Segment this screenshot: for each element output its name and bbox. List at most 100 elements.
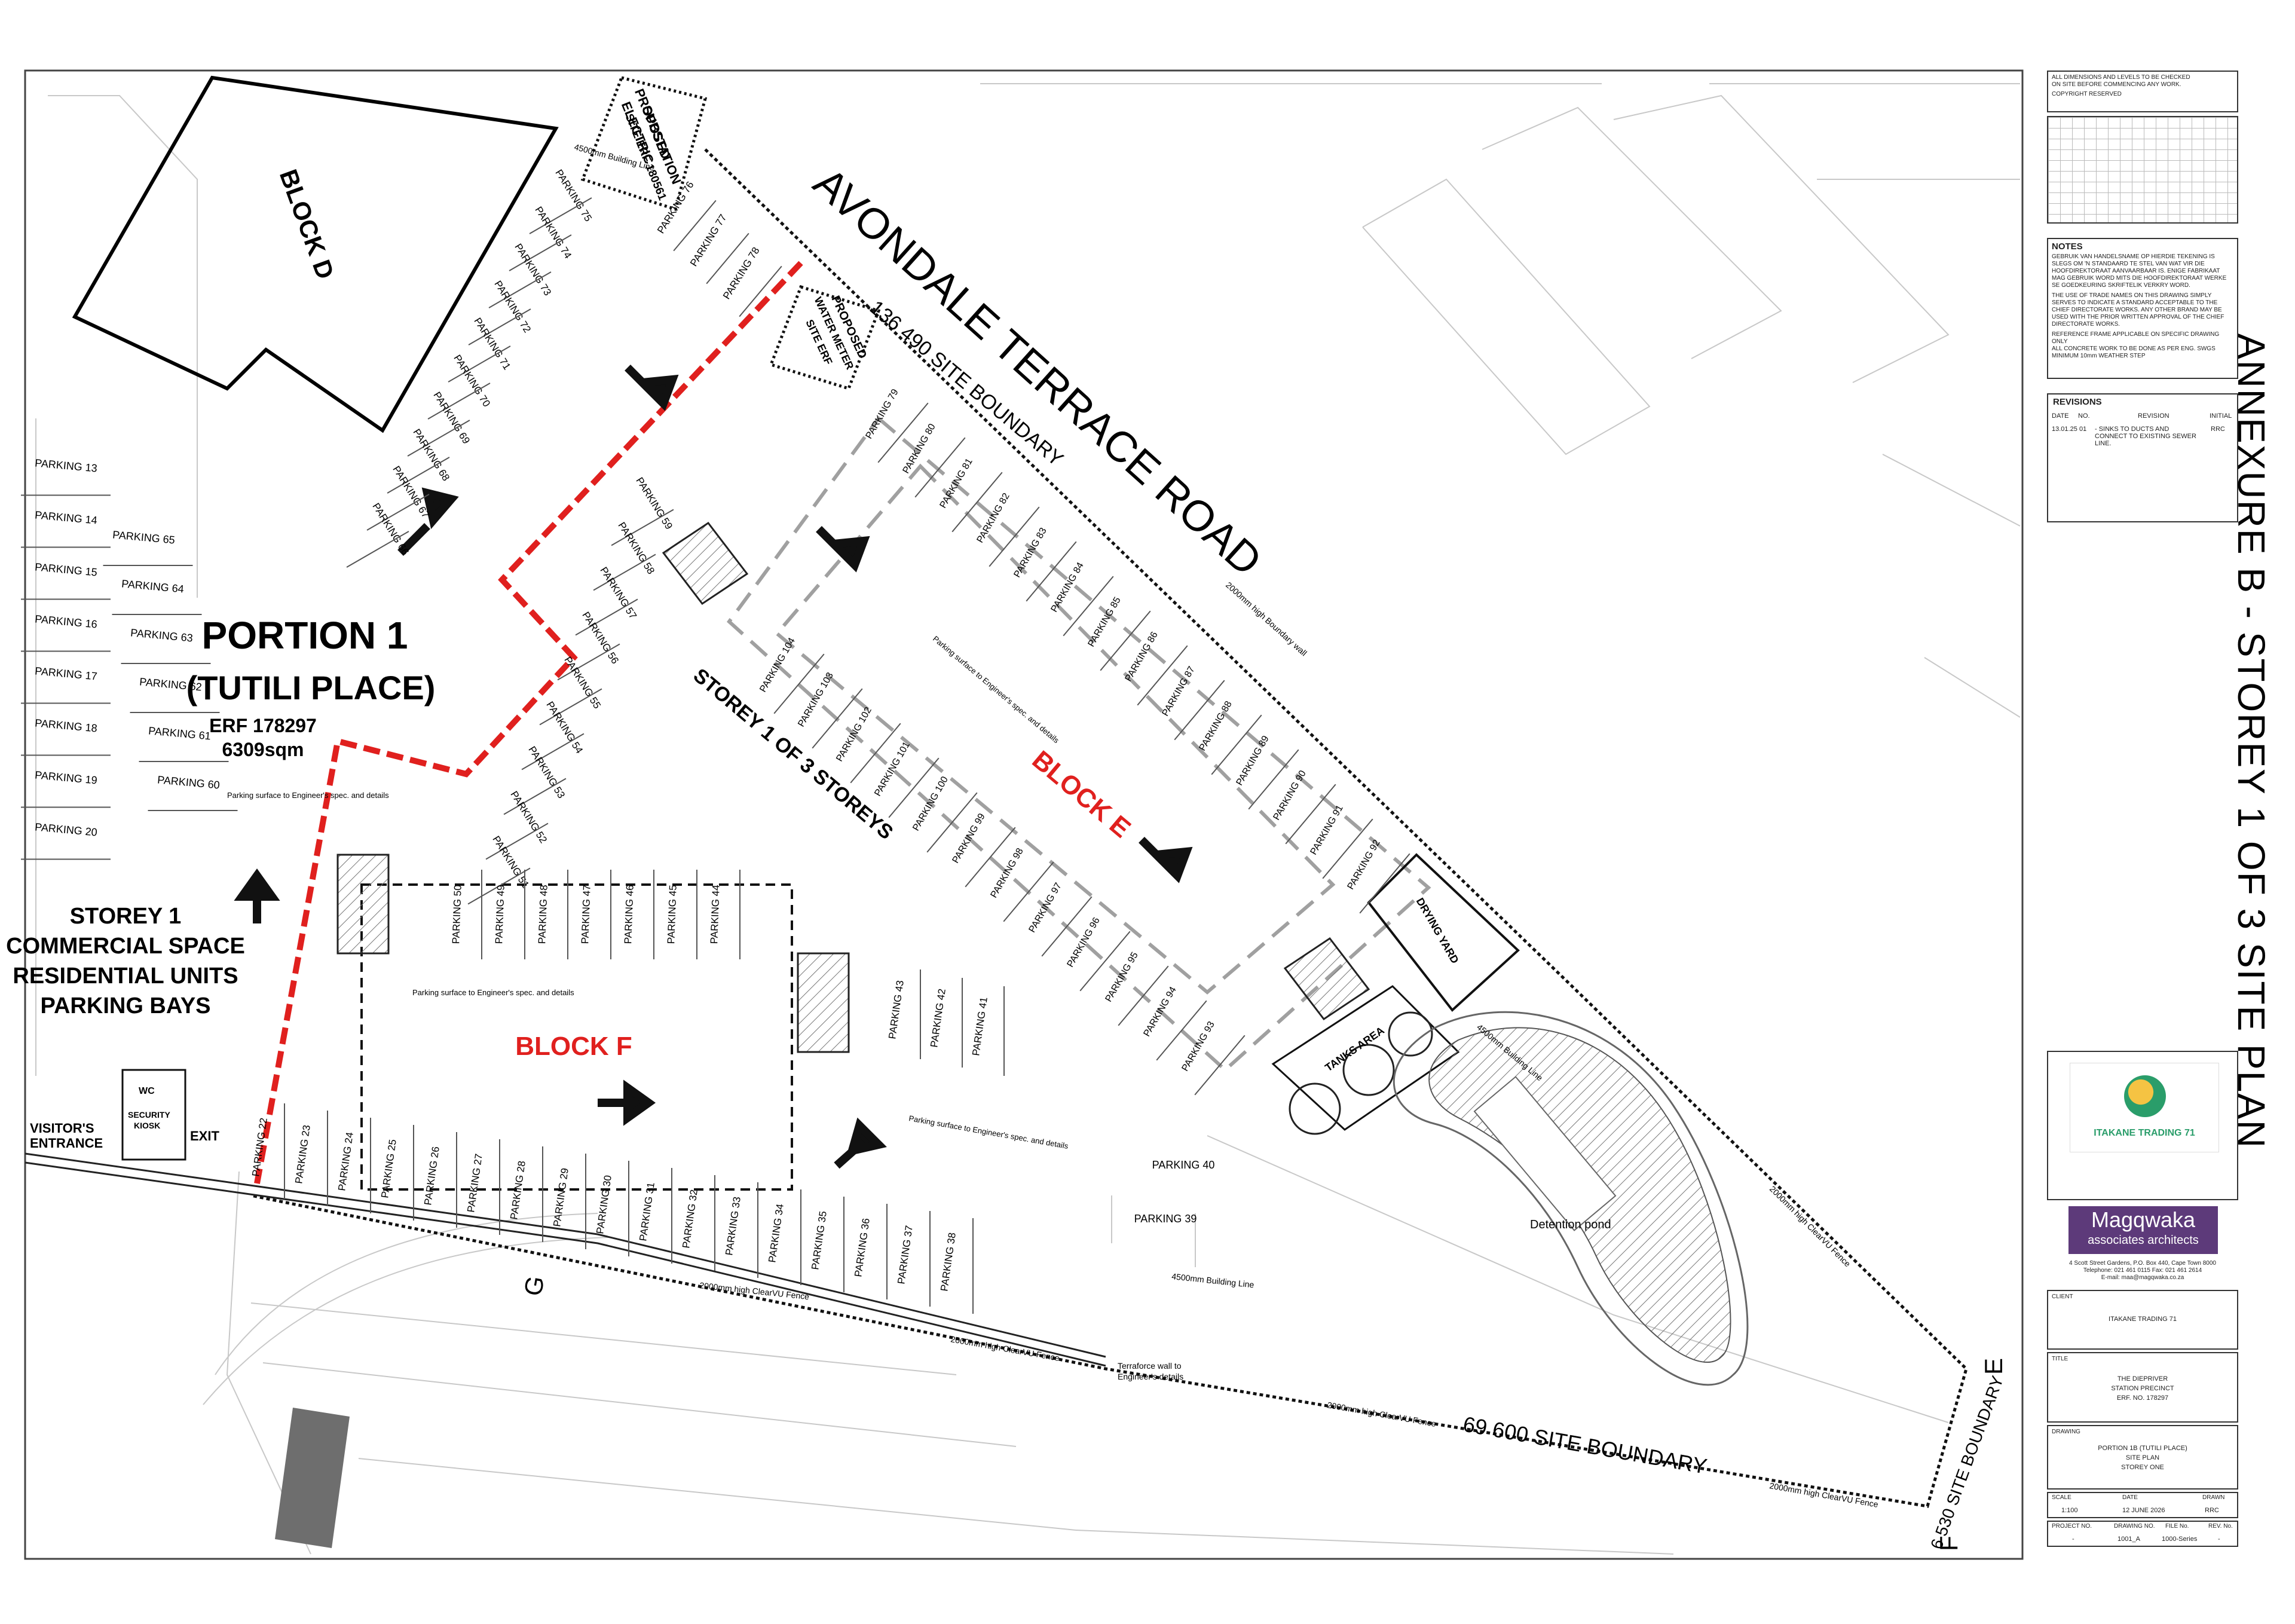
rev-header-revision: REVISION (2138, 412, 2169, 420)
parking-bay-label: PARKING 69 (431, 390, 472, 446)
arrow-2 (816, 526, 870, 573)
fence-note-1: 2000mm high ClearVU Fence (699, 1280, 810, 1301)
block-e (726, 415, 1431, 1073)
architect-name: Magqwaka (2091, 1207, 2196, 1232)
parking-bay-stripe (1174, 680, 1225, 741)
notice-line-1: ALL DIMENSIONS AND LEVELS TO BE CHECKED (2052, 74, 2190, 81)
existing-structure (275, 1408, 350, 1548)
terraforce-line-1: Terraforce wall to (1118, 1361, 1182, 1371)
scale-row: SCALE 1:100 DATE 12 JUNE 2026 DRAWN RRC (2047, 1492, 2238, 1518)
architect-badge: Magqwaka associates architects (2068, 1206, 2218, 1254)
parking-bay-stripe (346, 531, 409, 568)
parking-bay-label: PARKING 104 (758, 636, 797, 694)
parking-bay-label: PARKING 38 (938, 1232, 958, 1292)
logo-box: ITAKANE TRADING 71 (2047, 1051, 2238, 1200)
drawn-label: DRAWN (2202, 1494, 2225, 1501)
parking-bay-stripe (1359, 853, 1410, 914)
parking-bay-stripe (468, 308, 531, 345)
parking-bay-stripe (488, 271, 552, 308)
parking-bay-label: PARKING 64 (121, 577, 184, 595)
parking-bay-label: PARKING 83 (1012, 526, 1048, 579)
parking-bay-label: PARKING 31 (637, 1182, 657, 1242)
parking-bay-label: PARKING 55 (562, 655, 603, 711)
drawing-box: DRAWING PORTION 1B (TUTILI PLACE) SITE P… (2047, 1425, 2238, 1490)
project-row: PROJECT NO. - DRAWING NO. 1001_A FILE No… (2047, 1521, 2238, 1547)
parking-bay-label: PARKING 40 (1152, 1159, 1215, 1171)
parking-bay-label: PARKING 42 (928, 988, 948, 1048)
security-line-2: KIOSK (134, 1121, 160, 1130)
parking-bay-stripe (673, 200, 717, 252)
site-boundary-bottom: 69 600 SITE BOUNDARY (1461, 1412, 1709, 1479)
section-e: E (1979, 1358, 2008, 1375)
client-label: CLIENT (2052, 1293, 2073, 1300)
drawing-line-2: SITE PLAN (2125, 1454, 2160, 1461)
arrow-5 (234, 868, 280, 923)
logo-text: ITAKANE TRADING 71 (2094, 1128, 2195, 1138)
parking-bay-stripe (812, 688, 863, 749)
parking-bay-label: PARKING 44 (708, 885, 721, 944)
parking-bay-label: PARKING 65 (112, 528, 175, 546)
parking-bay-label: PARKING 96 (1065, 916, 1101, 969)
block-d-label: BLOCK D (274, 166, 340, 283)
parking-bay-stripe (989, 506, 1040, 567)
note-4: ALL CONCRETE WORK TO BE DONE AS PER ENG.… (2052, 345, 2216, 352)
fence-note-3: 2000mm high ClearVU Fence (1326, 1400, 1437, 1429)
parking-bay-label: PARKING 49 (493, 885, 506, 944)
parking-bay-stripe (427, 383, 491, 420)
parking-bay-label: PARKING 73 (512, 241, 553, 298)
parking-bay-label: PARKING 25 (379, 1139, 399, 1199)
parking-bay-label: PARKING 68 (411, 427, 452, 483)
notes-title: NOTES (2052, 241, 2083, 252)
project-label: PROJECT NO. (2052, 1523, 2092, 1530)
parking-bay-label: PARKING 59 (634, 475, 675, 531)
fence-note-2: 2000mm high ClearVU Fence (950, 1334, 1060, 1363)
revisions-title: REVISIONS (2053, 397, 2102, 407)
parking-bay-stripe (926, 792, 978, 853)
drying-yard-label: DRYING YARD (1414, 896, 1461, 966)
title-block: ALL DIMENSIONS AND LEVELS TO BE CHECKED … (2047, 71, 2238, 1559)
parking-bay-label: PARKING 43 (886, 980, 906, 1040)
site-boundary (250, 148, 1968, 1508)
parking-surface-note-3: Parking surface to Engineer's spec. and … (908, 1114, 1069, 1151)
portion-area: 6309sqm (222, 739, 304, 760)
rev-row-no: 01 (2079, 426, 2087, 433)
parking-bay-label: PARKING 70 (451, 353, 492, 409)
parking-bay-label: PARKING 37 (895, 1225, 915, 1285)
storey1-line-1: STOREY 1 (70, 904, 182, 929)
parking-bay-label: PARKING 98 (989, 846, 1025, 900)
parking-bay-label: PARKING 39 (1134, 1213, 1197, 1225)
parking-bay-label: PARKING 77 (688, 212, 729, 268)
parking-bay-stripe (773, 653, 825, 714)
parking-bay-stripe (1041, 896, 1093, 957)
visitors-line-2: ENTRANCE (30, 1136, 103, 1151)
parking-bay-label: PARKING 13 (34, 457, 97, 474)
portion-erf: ERF 178297 (209, 715, 317, 736)
parking-bay-stripe (1322, 818, 1373, 879)
scale-label: SCALE (2052, 1494, 2071, 1501)
parking-bay-label: PARKING 88 (1197, 699, 1234, 753)
parking-bay-label: PARKING 36 (852, 1218, 872, 1278)
parking-bay-label: PARKING 48 (536, 885, 549, 944)
parking-bay-stripe (706, 233, 749, 285)
parking-bay-label: PARKING 63 (130, 626, 193, 644)
parking-bay-label: PARKING 97 (1027, 881, 1063, 934)
portion-boundary (254, 261, 803, 1184)
parking-bay-label: PARKING 94 (1142, 985, 1178, 1038)
arrow-7 (834, 1117, 887, 1169)
terraforce-line-2: Engineer's details (1118, 1372, 1183, 1381)
arrow-1 (625, 365, 679, 411)
parking-surface-note-1: Parking surface to Engineer's spec. and … (227, 791, 389, 800)
parking-bay-stripe (951, 472, 1003, 533)
annexure-title: ANNEXURE B - STOREY 1 OF 3 SITE PLAN (2230, 333, 2273, 1149)
file-label: FILE No. (2165, 1523, 2189, 1530)
parking-bay-label: PARKING 45 (665, 885, 678, 944)
rev-header-date: DATE (2052, 412, 2069, 420)
parking-bay-stripe (407, 420, 470, 457)
parking-bay-stripe (509, 234, 572, 271)
title-box: TITLE THE DIEPRIVER STATION PRECINCT ERF… (2047, 1352, 2238, 1423)
parking-bay-label: PARKING 61 (148, 724, 211, 742)
fence-line (25, 1152, 1106, 1367)
parking-bay-label: PARKING 14 (34, 509, 97, 526)
section-f: F (1935, 1536, 1963, 1551)
